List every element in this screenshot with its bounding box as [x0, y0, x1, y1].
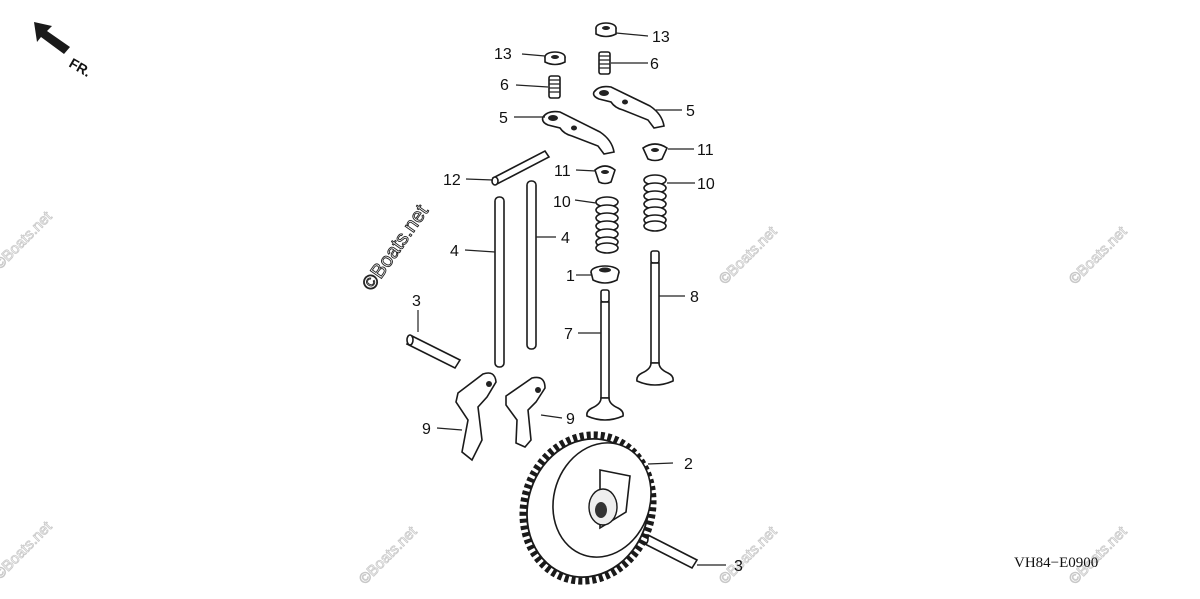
callout-labels: 13 13 6 6 5 5 11 11 10 10 12 4 4 1 8 7 3…	[412, 29, 743, 575]
part-10-valve-spring-left	[595, 196, 619, 254]
callout-13: 13	[652, 29, 670, 46]
part-11-retainer-left	[594, 165, 616, 185]
watermark: ©Boats.net	[0, 518, 56, 583]
diagram-code: VH84−E0900	[1014, 555, 1098, 571]
part-6-screw-right	[598, 51, 611, 75]
watermark: ©Boats.net	[1066, 223, 1131, 288]
part-10-valve-spring-right	[643, 174, 667, 232]
callout-10: 10	[697, 176, 715, 193]
watermark: ©Boats.net	[356, 523, 421, 588]
callout-11: 11	[554, 163, 571, 180]
part-9-follower-left	[455, 372, 497, 462]
callout-5: 5	[686, 103, 695, 120]
part-12-rod	[491, 149, 551, 186]
callout-7: 7	[564, 326, 573, 343]
callout-6: 6	[500, 77, 509, 94]
part-2-cam-gear	[519, 431, 657, 585]
callout-1: 1	[566, 268, 575, 285]
callout-10: 10	[553, 194, 571, 211]
watermark: ©Boats.net	[716, 223, 781, 288]
callout-11: 11	[697, 142, 714, 159]
callout-3: 3	[734, 558, 743, 575]
front-label: FR.	[67, 55, 95, 80]
part-11-retainer-right	[641, 143, 669, 162]
watermark-main: ©Boats.net	[358, 201, 433, 295]
callout-9: 9	[422, 421, 431, 438]
front-arrow-icon	[34, 22, 70, 54]
part-3-pin-right	[641, 533, 699, 570]
part-8-valve	[636, 250, 674, 386]
leader-lines	[417, 32, 726, 566]
front-direction-indicator: FR.	[34, 22, 94, 80]
callout-2: 2	[684, 456, 693, 473]
callout-8: 8	[690, 289, 699, 306]
part-5-rocker-arm-left	[541, 110, 615, 155]
watermark: ©Boats.net	[0, 208, 56, 273]
part-9-follower-right	[505, 376, 546, 448]
part-5-rocker-arm-right	[592, 85, 665, 129]
callout-12: 12	[443, 172, 461, 189]
part-13-nut-left	[544, 51, 566, 66]
part-4-push-rod-left	[494, 196, 505, 368]
part-3-pin-left	[405, 334, 462, 370]
watermark: ©Boats.net	[716, 523, 781, 588]
part-7-valve	[586, 289, 624, 421]
callout-6: 6	[650, 56, 659, 73]
callout-9: 9	[566, 411, 575, 428]
part-13-nut-right	[595, 22, 617, 38]
part-6-screw-left	[548, 75, 561, 99]
part-4-push-rod-right	[526, 180, 537, 350]
part-1-spring-seat	[590, 265, 620, 284]
callout-4: 4	[561, 230, 570, 247]
callout-4: 4	[450, 243, 459, 260]
callout-3: 3	[412, 293, 421, 310]
callout-5: 5	[499, 110, 508, 127]
callout-13: 13	[494, 46, 512, 63]
